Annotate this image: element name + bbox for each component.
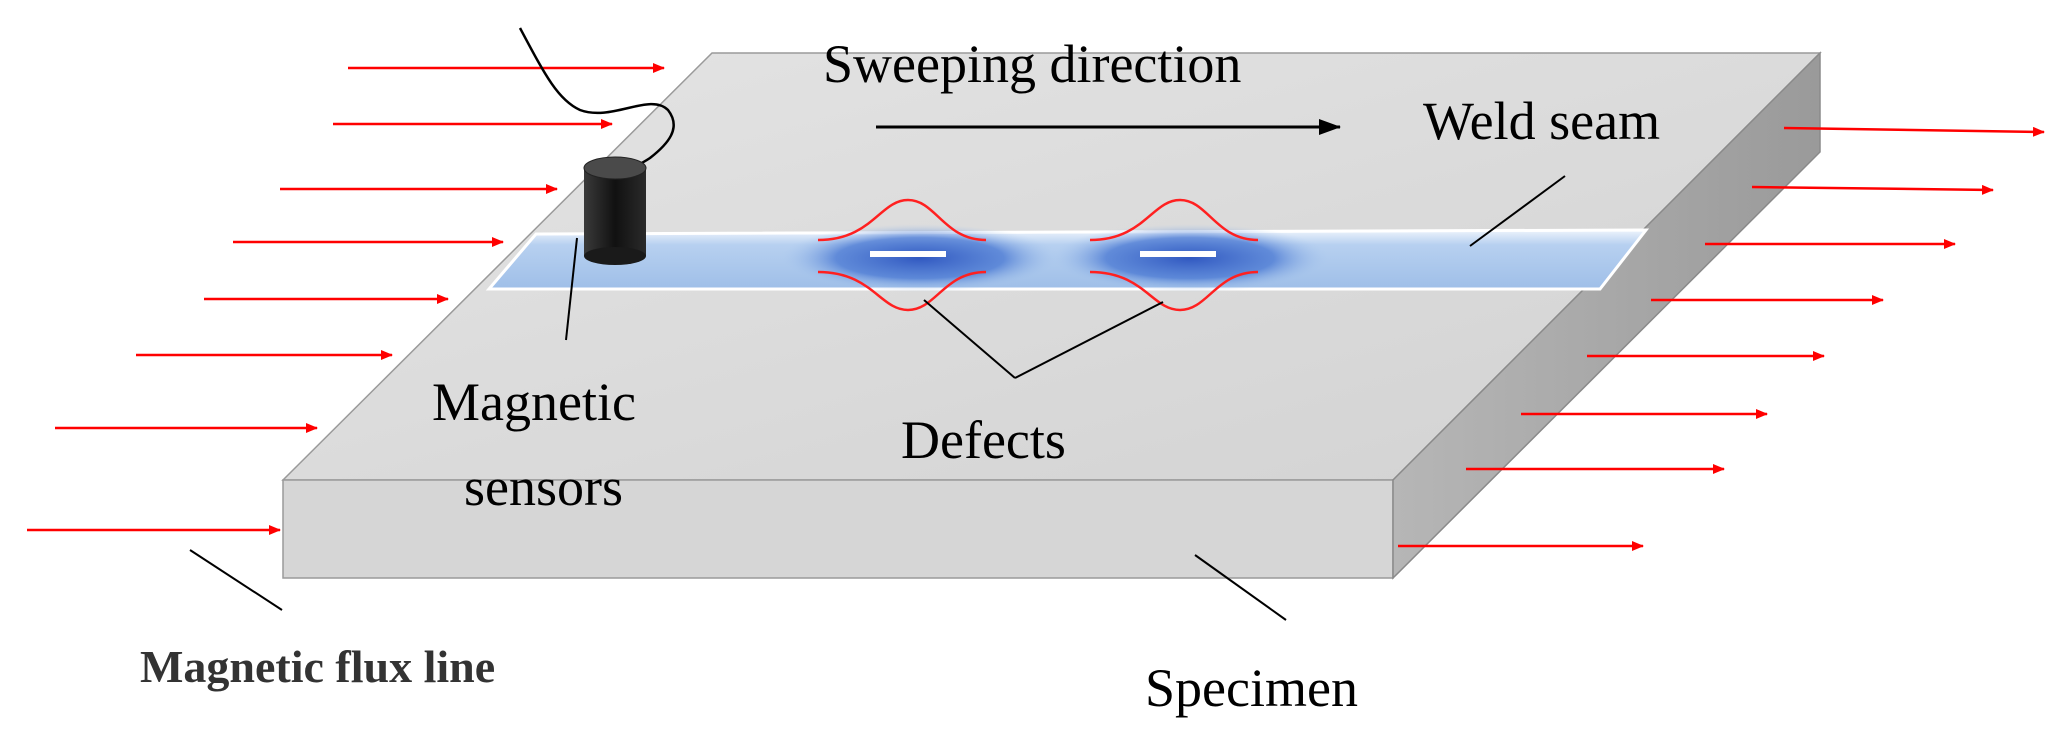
sweeping-direction-label: Sweeping direction	[823, 34, 1241, 94]
flux-line-leader	[189, 549, 283, 611]
weld-seam-label: Weld seam	[1423, 91, 1660, 151]
leakage-field-lower-1	[817, 270, 987, 312]
leakage-field-lower-2	[1089, 270, 1259, 312]
leakage-field-upper-2	[1089, 198, 1259, 242]
incoming-flux-arrows	[27, 63, 665, 535]
cylinder-probe-icon	[584, 168, 646, 256]
defects-label: Defects	[901, 410, 1066, 470]
sensor-top	[583, 156, 647, 180]
defects-group	[780, 198, 1330, 312]
magnetic-flux-line-label: Magnetic flux line	[140, 641, 495, 692]
defect-glow-2	[1050, 224, 1330, 292]
specimen-label: Specimen	[1145, 658, 1358, 718]
outgoing-flux-arrows	[1398, 126, 2045, 551]
flux-arrow-out-2	[1751, 184, 1994, 195]
leakage-field-upper-1	[817, 198, 987, 242]
specimen-leader	[1194, 554, 1287, 621]
weld-seam-leader	[1469, 175, 1566, 247]
magnetic-sensors-label-line2: sensors	[464, 457, 623, 517]
defects-leader-right	[1014, 301, 1164, 379]
defects-leader-left	[923, 299, 1016, 379]
magnetic-sensor	[518, 27, 675, 265]
flux-arrow-out-1	[1783, 126, 2045, 137]
sensor-leader	[565, 237, 578, 341]
plate-front-face	[282, 479, 1394, 579]
defect-glow-1	[780, 224, 1060, 292]
magnetic-sensors-label-line1: Magnetic	[432, 372, 636, 432]
sensor-bottom	[584, 247, 646, 265]
plate-side-face	[1392, 51, 1821, 580]
leader-lines	[189, 175, 1566, 621]
sensor-cable	[518, 27, 675, 173]
